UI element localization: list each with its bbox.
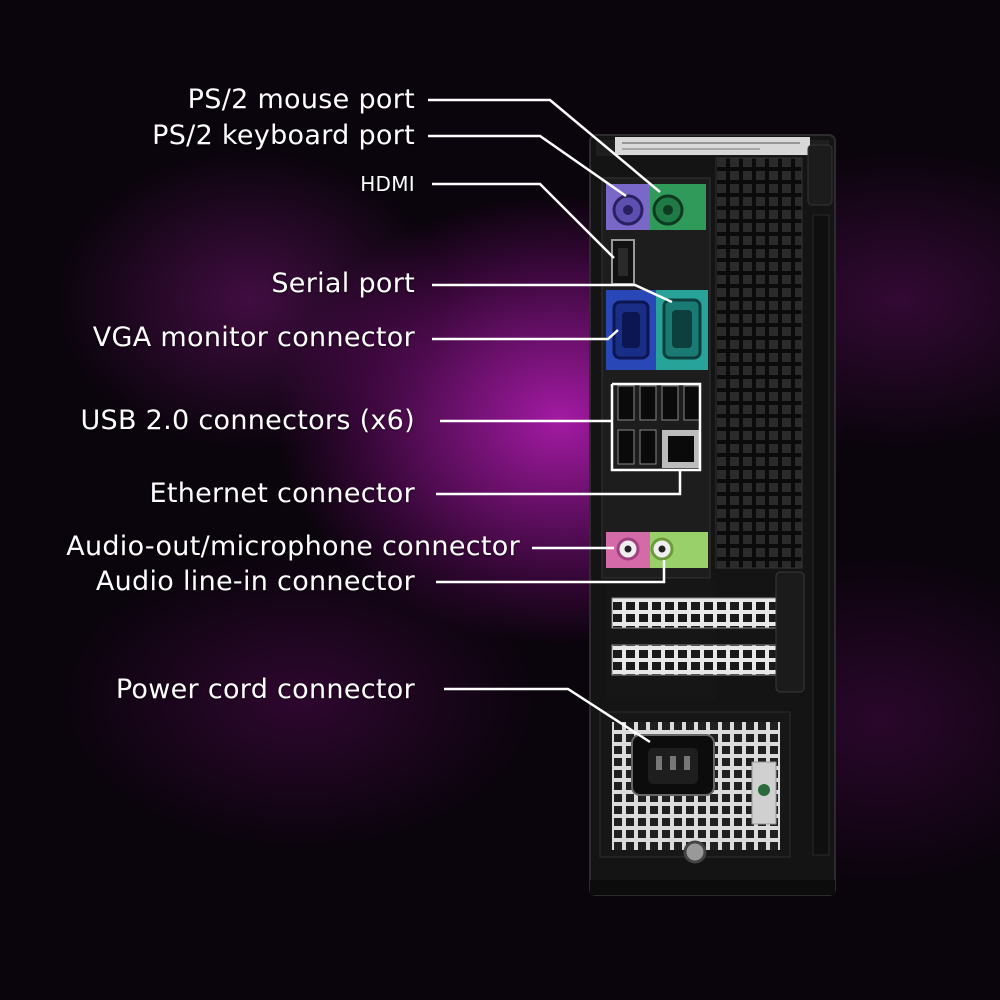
usb-port (617, 385, 635, 421)
label-serial-port: Serial port (271, 268, 415, 299)
leader-line-usb-bracket (610, 382, 702, 472)
hdmi-port (611, 239, 635, 285)
label-usb-connectors: USB 2.0 connectors (x6) (80, 405, 415, 436)
power-supply (599, 711, 791, 864)
leader-line-hdmi (432, 182, 615, 259)
ps2-keyboard-port (612, 194, 644, 226)
audio-line-in-jack (650, 537, 674, 561)
io-panel (601, 177, 711, 579)
expansion-slots (606, 571, 805, 700)
ethernet-port (662, 430, 700, 468)
leader-line-vga (432, 329, 619, 341)
leader-line-ethernet (436, 470, 682, 496)
usb-port (639, 429, 657, 465)
ps2-mouse-port (652, 194, 684, 226)
label-audio-out-microphone: Audio-out/microphone connector (66, 531, 520, 562)
serial-port (662, 298, 702, 360)
expansion-slot-cover (611, 644, 793, 676)
serial-number-sticker (615, 137, 810, 155)
label-hdmi: HDMI (360, 172, 415, 196)
leader-line-audio-in (436, 560, 666, 584)
audio-mic-jack (616, 537, 640, 561)
usb-ports (612, 380, 702, 470)
label-ps2-mouse-port: PS/2 mouse port (187, 84, 415, 115)
leader-lines (428, 98, 702, 744)
label-audio-line-in: Audio line-in connector (95, 566, 415, 597)
label-ethernet-connector: Ethernet connector (149, 478, 415, 509)
leader-line-power (444, 687, 651, 744)
usb-port (617, 429, 635, 465)
ventilation-grille (715, 157, 803, 569)
leader-line-ps2-mouse (428, 98, 661, 193)
leader-line-ps2-keyboard (428, 134, 627, 198)
expansion-slot-cover (611, 597, 793, 629)
usb-port (639, 385, 657, 421)
label-vga-connector: VGA monitor connector (92, 322, 415, 353)
label-ps2-keyboard-port: PS/2 keyboard port (152, 120, 415, 151)
usb-port (661, 385, 679, 421)
label-power-cord-connector: Power cord connector (115, 674, 415, 705)
leader-line-serial (432, 283, 673, 304)
vga-port (612, 300, 650, 360)
usb-port (683, 385, 701, 421)
